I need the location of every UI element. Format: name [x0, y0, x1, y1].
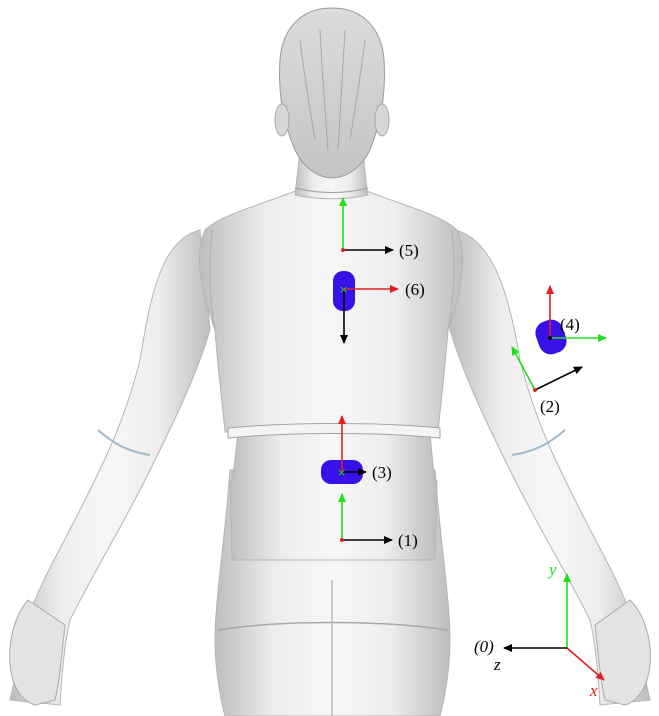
- svg-text:×: ×: [337, 466, 346, 479]
- left-ear: [275, 104, 289, 136]
- right-ear: [375, 104, 389, 136]
- marker-label-5: (5): [399, 241, 419, 260]
- world-frame-label: (0): [474, 637, 494, 656]
- marker-label-4: (4): [560, 315, 580, 334]
- marker-label-6: (6): [405, 280, 425, 299]
- upper-torso: [200, 190, 463, 432]
- world-z-label: z: [493, 655, 501, 674]
- world-y-label: y: [547, 560, 557, 579]
- marker-label-3: (3): [372, 463, 392, 482]
- head-hair: [280, 8, 385, 178]
- svg-text:×: ×: [339, 283, 348, 296]
- marker-label-1: (1): [398, 531, 418, 550]
- world-x-label: x: [589, 681, 598, 700]
- mannequin-figure: [10, 8, 651, 716]
- marker-label-2: (2): [540, 397, 560, 416]
